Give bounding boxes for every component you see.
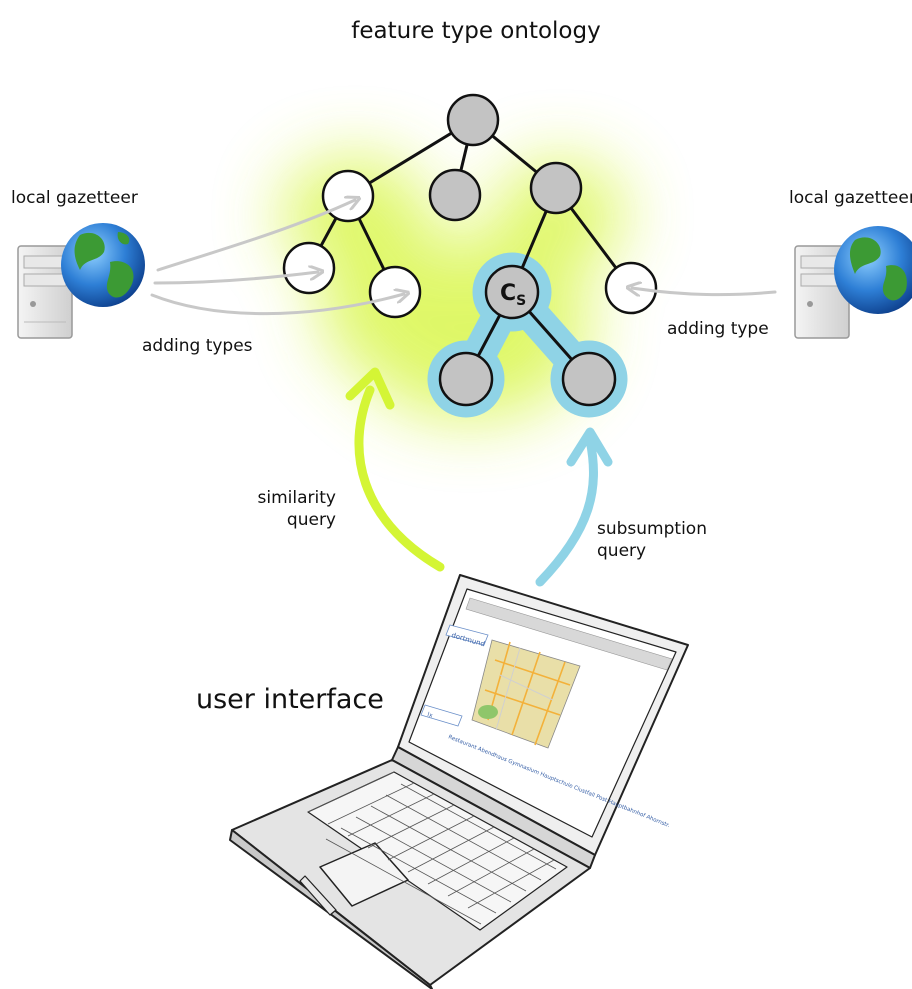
left-adding-types-label: adding types — [142, 336, 253, 356]
subsumption-query-label-2: query — [597, 541, 646, 561]
diagram-title: feature type ontology — [351, 18, 600, 44]
subsumption-query-arrow — [535, 427, 613, 587]
right-gazetteer-label: local gazetteer — [789, 188, 912, 208]
subsumption-query-label-1: subsumption — [597, 519, 707, 539]
adding-types-arrows — [150, 200, 404, 316]
subsumed-node-right — [561, 351, 617, 407]
added-node-e — [368, 265, 422, 319]
screen-type-value: lx — [426, 711, 433, 719]
left-globe-icon — [61, 223, 145, 307]
subsumed-node-left — [438, 351, 494, 407]
root-node — [446, 93, 500, 147]
node-c — [529, 161, 583, 215]
similarity-query-label-2: query — [287, 510, 336, 530]
similarity-query-label-1: similarity — [258, 488, 336, 508]
similarity-query-arrow — [345, 367, 445, 572]
node-b — [428, 168, 482, 222]
right-globe-icon — [834, 226, 912, 314]
right-adding-type-label: adding type — [667, 319, 769, 339]
cs-node — [484, 264, 540, 320]
keyboard-keys — [307, 771, 557, 925]
left-gazetteer-label: local gazetteer — [11, 188, 138, 208]
left-gazetteer-server-icon — [17, 245, 73, 339]
user-interface-label: user interface — [196, 684, 384, 715]
added-node-d — [282, 241, 336, 295]
cs-label: CS — [500, 281, 526, 309]
adding-type-arrow — [632, 288, 777, 295]
added-node-a — [321, 169, 375, 223]
